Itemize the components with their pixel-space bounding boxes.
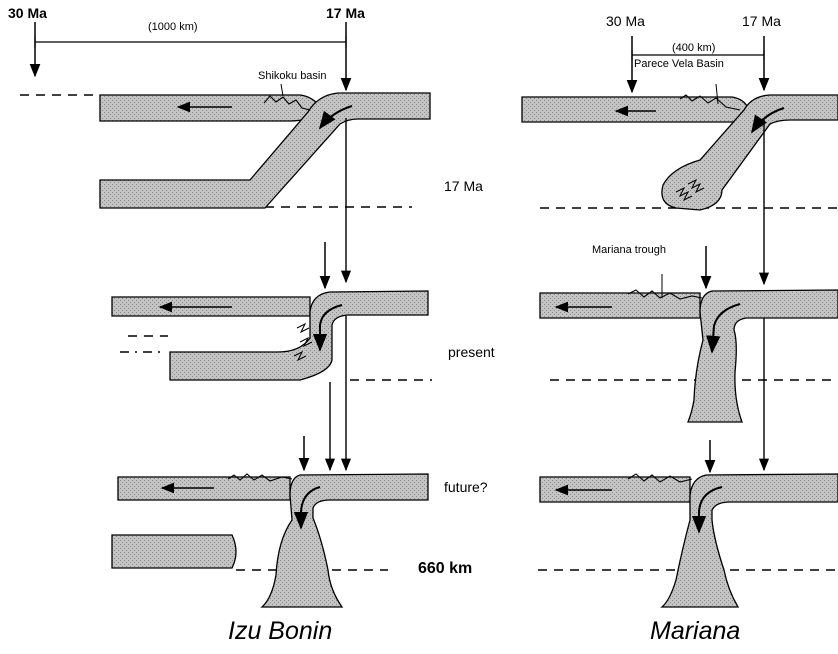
mariana-17ma-label: 17 Ma bbox=[742, 14, 781, 28]
mariana-17ma-overriding-plate bbox=[522, 97, 748, 122]
izu-basin-pointer bbox=[281, 84, 283, 96]
mariana-title: Mariana bbox=[650, 619, 740, 644]
mariana-basin-label: Parece Vela Basin bbox=[634, 59, 724, 70]
mariana-future-section bbox=[538, 474, 838, 607]
mariana-distance-label: (400 km) bbox=[672, 43, 715, 54]
stage-present-label: present bbox=[448, 345, 495, 359]
izu-17ma-label: 17 Ma bbox=[326, 6, 365, 20]
izu-17ma-section bbox=[20, 84, 430, 208]
mariana-present-section bbox=[540, 274, 838, 422]
stage-future-label: future? bbox=[444, 480, 488, 494]
izu-distance-label: (1000 km) bbox=[148, 22, 198, 33]
depth-660-label: 660 km bbox=[418, 561, 472, 577]
izu-present-section bbox=[112, 291, 432, 380]
mariana-17ma-section bbox=[522, 84, 838, 210]
izu-basin-label: Shikoku basin bbox=[258, 71, 327, 82]
izu-time-markers bbox=[35, 22, 346, 470]
izu-30ma-label: 30 Ma bbox=[8, 6, 47, 20]
izu-bonin-title: Izu Bonin bbox=[228, 619, 332, 644]
stage-17ma-label: 17 Ma bbox=[444, 179, 483, 193]
mariana-present-slab bbox=[688, 290, 838, 422]
izu-future-section bbox=[112, 474, 428, 607]
izu-detached-slab bbox=[112, 535, 236, 568]
mariana-30ma-label: 30 Ma bbox=[606, 14, 645, 28]
mariana-trough-label: Mariana trough bbox=[592, 245, 666, 256]
izu-distance-bracket bbox=[35, 36, 346, 48]
